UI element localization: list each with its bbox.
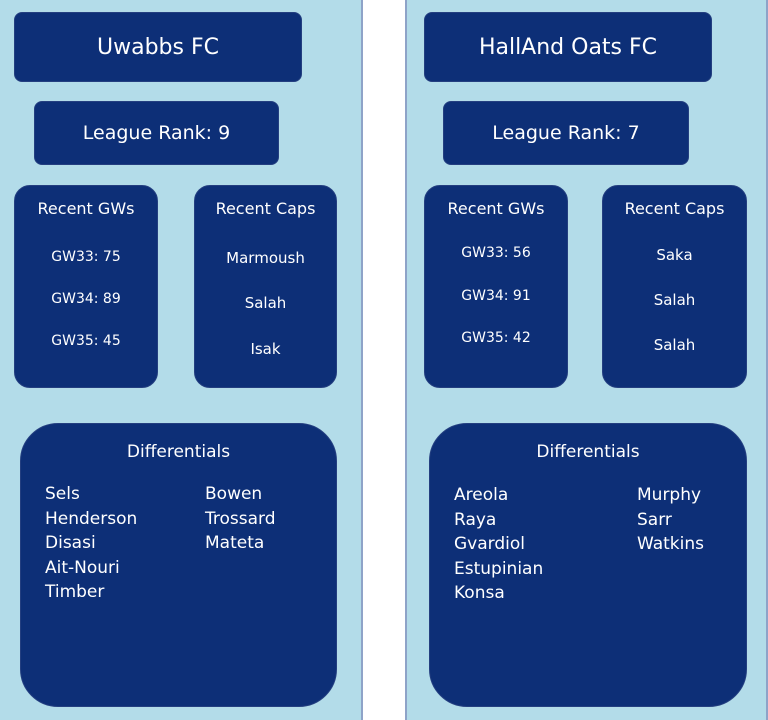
differentials-column-1: Sels Henderson Disasi Ait-Nouri Timber <box>45 482 137 605</box>
team-name-box: Uwabbs FC <box>14 12 302 82</box>
recent-caps-title: Recent Caps <box>215 199 316 218</box>
differential-player: Gvardiol <box>454 534 525 554</box>
league-rank: League Rank: 7 <box>492 122 640 144</box>
recent-gw-item: GW34: 91 <box>461 288 531 304</box>
differentials-column-2: Murphy Sarr Watkins <box>637 483 704 557</box>
differential-player: Ait-Nouri <box>45 557 120 578</box>
league-rank-box: League Rank: 9 <box>34 101 279 165</box>
recent-caps-card: Recent Caps Saka Salah Salah <box>602 185 747 388</box>
differential-player: Bowen <box>205 484 263 504</box>
differential-player: Raya <box>454 509 497 530</box>
recent-caps-title: Recent Caps <box>624 199 725 218</box>
panel-divider <box>363 0 405 720</box>
differentials-column-1: Areola Raya Gvardiol Estupinian Konsa <box>454 483 543 606</box>
differentials-card: Differentials Areola Raya Gvardiol Estup… <box>429 423 747 707</box>
recent-gw-item: GW34: 89 <box>51 291 121 307</box>
differentials-title: Differentials <box>536 442 640 462</box>
differential-player: Timber <box>45 582 105 602</box>
differential-player: Henderson <box>45 508 138 529</box>
league-rank: League Rank: 9 <box>82 122 231 144</box>
recent-cap-item: Marmoush <box>226 249 305 267</box>
recent-gw-item: GW35: 42 <box>461 330 531 346</box>
differential-player: Sarr <box>637 509 672 530</box>
differentials-card: Differentials Sels Henderson Disasi Ait-… <box>20 423 337 707</box>
recent-cap-item: Salah <box>244 294 287 312</box>
team-name: HallAnd Oats FC <box>478 34 658 60</box>
differentials-title: Differentials <box>126 442 231 462</box>
recent-cap-item: Saka <box>656 246 693 264</box>
recent-gws-card: Recent GWs GW33: 75 GW34: 89 GW35: 45 <box>14 185 158 388</box>
team-name: Uwabbs FC <box>97 34 219 60</box>
recent-cap-item: Salah <box>653 336 696 354</box>
recent-gws-title: Recent GWs <box>447 199 545 218</box>
recent-gws-title: Recent GWs <box>37 199 135 218</box>
differentials-column-2: Bowen Trossard Mateta <box>205 482 276 556</box>
differential-player: Murphy <box>637 485 702 505</box>
differential-player: Disasi <box>45 533 96 553</box>
differential-player: Estupinian <box>454 558 544 579</box>
team-name-box: HallAnd Oats FC <box>424 12 712 82</box>
team-panel-left: Uwabbs FC League Rank: 9 Recent GWs GW33… <box>0 0 363 720</box>
differential-player: Mateta <box>205 533 265 553</box>
differential-player: Watkins <box>637 534 705 554</box>
differential-player: Areola <box>454 485 509 505</box>
recent-gws-card: Recent GWs GW33: 56 GW34: 91 GW35: 42 <box>424 185 568 388</box>
recent-cap-item: Salah <box>653 291 696 309</box>
recent-gw-item: GW33: 56 <box>461 245 531 261</box>
recent-gw-item: GW35: 45 <box>51 333 121 349</box>
recent-caps-card: Recent Caps Marmoush Salah Isak <box>194 185 337 388</box>
team-panel-right: HallAnd Oats FC League Rank: 7 Recent GW… <box>405 0 768 720</box>
differential-player: Konsa <box>454 583 505 603</box>
recent-gw-item: GW33: 75 <box>51 249 121 265</box>
differential-player: Sels <box>45 484 80 504</box>
differential-player: Trossard <box>205 508 276 529</box>
recent-cap-item: Isak <box>250 340 281 358</box>
league-rank-box: League Rank: 7 <box>443 101 689 165</box>
